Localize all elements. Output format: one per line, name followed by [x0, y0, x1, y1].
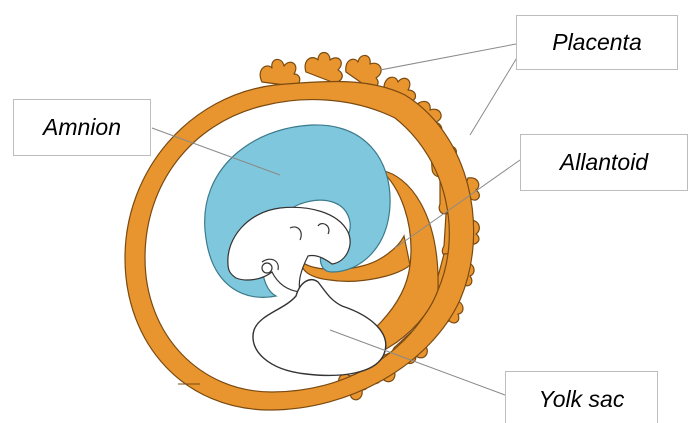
label-yolk-sac-text: Yolk sac: [539, 388, 625, 411]
label-amnion-text: Amnion: [43, 116, 121, 139]
label-allantoid: Allantoid: [520, 134, 688, 191]
label-amnion: Amnion: [13, 99, 151, 156]
label-allantoid-text: Allantoid: [560, 151, 648, 174]
label-yolk-sac: Yolk sac: [505, 371, 658, 423]
label-placenta-text: Placenta: [552, 31, 642, 54]
leader-placenta-1: [380, 44, 516, 70]
label-placenta: Placenta: [516, 15, 678, 70]
leader-placenta-2: [470, 56, 518, 135]
